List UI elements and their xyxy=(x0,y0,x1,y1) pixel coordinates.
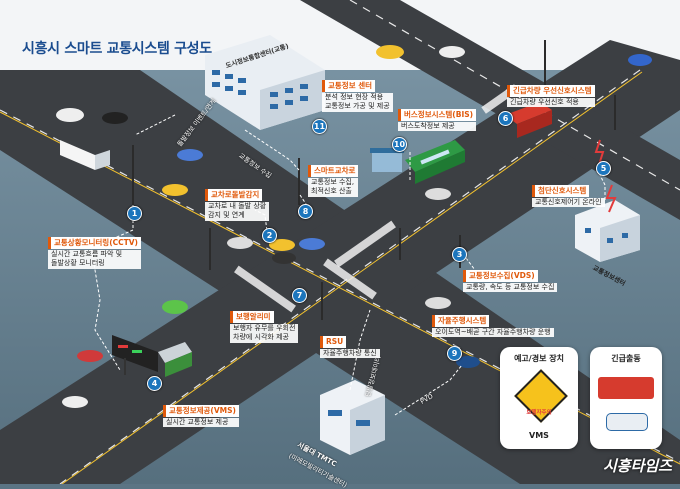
vehicles xyxy=(56,45,652,408)
callout-cctv-line1: 실시간 교통흐름 파악 및 xyxy=(48,249,141,259)
callout-vds-head: 교통정보수집(VDS) xyxy=(463,270,538,282)
warning-vms-caption: VMS xyxy=(529,431,549,440)
callout-adaptive-signal: 첨단신호시스템 교통신호제어기 온라인 xyxy=(532,185,605,207)
page-title: 시흥시 스마트 교통시스템 구성도 xyxy=(22,41,212,57)
fire-truck-icon xyxy=(598,377,654,399)
watermark-logo: 시흥타임즈 xyxy=(602,457,672,475)
callout-emergency-priority-head: 긴급차량 우선신호시스템 xyxy=(507,85,595,97)
crosswalks xyxy=(234,84,519,313)
white-bus xyxy=(60,140,110,170)
callout-bis-head: 버스정보시스템(BIS) xyxy=(398,109,477,121)
callout-traffic-info-center: 교통정보 센터 분석 정보 현장 적용 교통정보 가공 및 제공 xyxy=(322,80,393,112)
callout-traffic-info-center-line1: 분석 정보 현장 적용 xyxy=(322,92,393,102)
callout-smart-intersection-line1: 교통정보 수집, xyxy=(308,177,359,187)
truck xyxy=(158,342,192,377)
badge-8: 8 xyxy=(298,204,313,219)
badge-2: 2 xyxy=(262,228,277,243)
city-info-center-building xyxy=(205,35,325,130)
callout-adaptive-signal-line1: 교통신호제어기 온라인 xyxy=(532,197,605,207)
badge-9: 9 xyxy=(447,346,462,361)
callout-intersection-incident: 교차로돌발감지 교차로 내 돌발 상황 감지 및 연계 xyxy=(205,189,270,221)
signal-poles xyxy=(132,40,616,320)
badge-7: 7 xyxy=(292,288,307,303)
callout-autonomous-line1: 오이도역~배곧 구간 자율주행차량 운행 xyxy=(432,327,554,337)
lightning-icon-2 xyxy=(605,184,617,213)
warning-sign-text: 보행자주의 xyxy=(526,410,552,416)
badge-6: 6 xyxy=(498,111,513,126)
emergency-box: 긴급출동 xyxy=(590,347,662,449)
callout-smart-intersection: 스마트교차로 교통정보 수집, 최적신호 산출 xyxy=(308,165,359,197)
badge-11: 11 xyxy=(312,119,327,134)
callout-bis-line1: 버스도착정보 제공 xyxy=(398,121,477,131)
green-bus xyxy=(405,140,465,184)
callout-emergency-priority: 긴급차량 우선신호시스템 긴급차량 우선신호 적용 xyxy=(507,85,595,107)
lightning-icon xyxy=(594,139,605,169)
badge-1: 1 xyxy=(127,206,142,221)
callout-pedestrian-alert: 보행알리미 보행자 유무를 우회전 차량에 시각화 제공 xyxy=(230,311,299,343)
warning-device-box: 예고/경보 장치 보행자주의 VMS xyxy=(500,347,578,449)
fire-truck xyxy=(505,102,552,138)
callout-intersection-incident-head: 교차로돌발감지 xyxy=(205,189,263,201)
callout-traffic-info-center-line2: 교통정보 가공 및 제공 xyxy=(322,102,393,112)
callout-adaptive-signal-head: 첨단신호시스템 xyxy=(532,185,590,197)
warning-device-title: 예고/경보 장치 xyxy=(514,354,564,363)
police-car-icon xyxy=(606,413,648,431)
callout-vds-line1: 교통량, 속도 등 교통정보 수집 xyxy=(463,282,558,292)
callout-cctv-head: 교통상황모니터링(CCTV) xyxy=(48,237,141,249)
callout-autonomous: 자율주행시스템 오이도역~배곧 구간 자율주행차량 운행 xyxy=(432,315,554,337)
callout-autonomous-head: 자율주행시스템 xyxy=(432,315,490,327)
callout-cctv-line2: 돌발상황 모니터링 xyxy=(48,259,141,269)
callout-intersection-incident-line1: 교차로 내 돌발 상황 xyxy=(205,201,270,211)
callout-cctv: 교통상황모니터링(CCTV) 실시간 교통흐름 파악 및 돌발상황 모니터링 xyxy=(48,237,141,269)
bus-stop xyxy=(370,148,404,172)
data-links xyxy=(89,114,606,416)
callout-pedestrian-alert-line2: 차량에 시각화 제공 xyxy=(230,333,299,343)
callout-rsu: RSU 자율주행차량 통신 xyxy=(320,336,380,358)
callout-rsu-head: RSU xyxy=(320,336,347,348)
callout-vms-head: 교통정보제공(VMS) xyxy=(163,405,239,417)
callout-smart-intersection-line2: 최적신호 산출 xyxy=(308,187,359,197)
callout-vms: 교통정보제공(VMS) 실시간 교통정보 제공 xyxy=(163,405,239,427)
callout-vds: 교통정보수집(VDS) 교통량, 속도 등 교통정보 수집 xyxy=(463,270,558,292)
badge-3: 3 xyxy=(452,247,467,262)
badge-4: 4 xyxy=(147,376,162,391)
callout-pedestrian-alert-line1: 보행자 유무를 우회전 xyxy=(230,323,299,333)
callout-pedestrian-alert-head: 보행알리미 xyxy=(230,311,274,323)
callout-smart-intersection-head: 스마트교차로 xyxy=(308,165,359,177)
callout-bis: 버스정보시스템(BIS) 버스도착정보 제공 xyxy=(398,109,477,131)
callout-emergency-priority-line1: 긴급차량 우선신호 적용 xyxy=(507,97,595,107)
callout-intersection-incident-line2: 감지 및 연계 xyxy=(205,211,270,221)
badge-5: 5 xyxy=(596,161,611,176)
badge-10: 10 xyxy=(392,137,407,152)
tmtc-building xyxy=(320,380,385,455)
vms-board xyxy=(112,335,158,375)
signal-center-building xyxy=(575,200,640,262)
callout-traffic-info-center-head: 교통정보 센터 xyxy=(322,80,376,92)
emergency-title: 긴급출동 xyxy=(611,354,641,363)
callout-vms-line1: 실시간 교통정보 제공 xyxy=(163,417,239,427)
callout-rsu-line1: 자율주행차량 통신 xyxy=(320,348,380,358)
